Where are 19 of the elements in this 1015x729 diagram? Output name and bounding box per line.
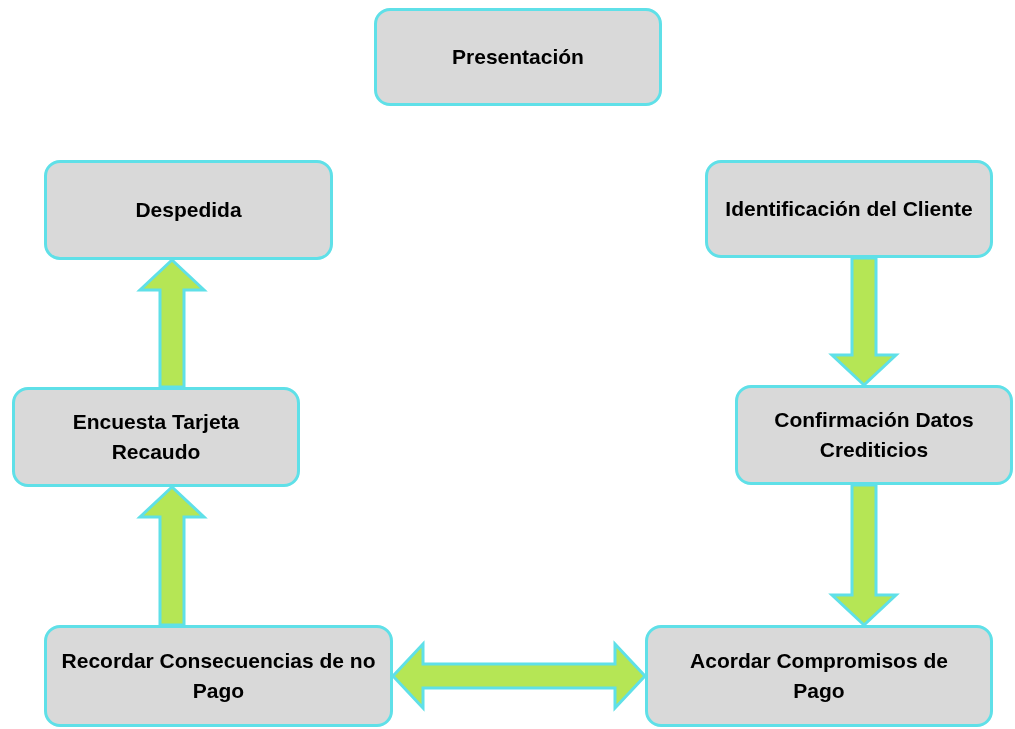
process-box bbox=[735, 385, 1013, 485]
process-box bbox=[44, 625, 393, 727]
block-arrow bbox=[136, 257, 208, 389]
block-arrow bbox=[828, 256, 900, 388]
step-label: Acordar Compromisos de Pago bbox=[689, 647, 949, 704]
process-box bbox=[705, 160, 993, 258]
block-arrow bbox=[136, 484, 208, 627]
step-label: Encuesta Tarjeta Recaudo bbox=[71, 408, 241, 465]
process-box bbox=[12, 387, 300, 487]
step-label: Recordar Consecuencias de no Pago bbox=[61, 647, 376, 704]
process-box bbox=[44, 160, 333, 260]
process-box bbox=[645, 625, 993, 727]
block-arrow bbox=[828, 483, 900, 628]
double-block-arrow bbox=[390, 640, 648, 712]
step-label: Despedida bbox=[135, 196, 242, 223]
step-label: Identificación del Cliente bbox=[725, 195, 973, 222]
process-box bbox=[374, 8, 662, 106]
step-label: Presentación bbox=[452, 43, 584, 70]
step-label: Confirmación Datos Crediticios bbox=[773, 406, 975, 463]
